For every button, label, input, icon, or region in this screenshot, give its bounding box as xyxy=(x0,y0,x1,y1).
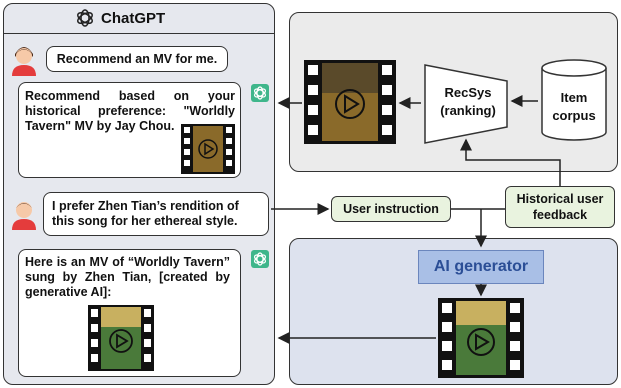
chatgpt-badge-icon xyxy=(251,250,269,268)
item-corpus-line1: Item xyxy=(560,90,588,105)
database-cylinder-icon xyxy=(541,59,607,141)
chat-message-3-text: I prefer Zhen Tian’s rendition of this s… xyxy=(52,199,239,228)
historical-feedback-line2: feedback xyxy=(532,208,588,222)
video-film-icon xyxy=(304,60,396,144)
historical-feedback-node: Historical user feedback xyxy=(505,186,615,228)
chat-message-2: Recommend based on your historical prefe… xyxy=(18,82,241,178)
user-instruction-node: User instruction xyxy=(331,196,451,222)
historical-feedback-line1: Historical user xyxy=(516,192,604,206)
video-film-icon xyxy=(438,298,524,378)
chat-message-2-text: Recommend based on your historical prefe… xyxy=(25,89,235,133)
recsys-funnel-shape xyxy=(424,64,508,144)
recsys-label: RecSys (ranking) xyxy=(430,84,506,124)
item-corpus-line2: corpus xyxy=(552,108,596,123)
chat-title: ChatGPT xyxy=(101,9,166,27)
video-film-icon xyxy=(181,124,235,174)
chatgpt-badge-icon xyxy=(251,84,269,102)
chat-header-divider xyxy=(3,33,275,34)
recsys-label-line2: (ranking) xyxy=(440,103,496,118)
openai-logo-icon xyxy=(77,9,93,27)
chat-message-4-text: Here is an MV of “Worldly Tavern” sung b… xyxy=(25,255,230,299)
chat-message-1: Recommend an MV for me. xyxy=(46,46,228,72)
ai-generator-box: AI generator xyxy=(418,250,544,284)
user-avatar-icon xyxy=(12,47,36,76)
recsys-label-line1: RecSys xyxy=(444,85,492,100)
item-corpus-label: Item corpus xyxy=(542,89,606,129)
user-avatar-icon xyxy=(12,202,36,230)
chat-message-3: I prefer Zhen Tian’s rendition of this s… xyxy=(43,192,269,236)
video-film-icon xyxy=(88,305,154,371)
chat-header: ChatGPT xyxy=(75,6,205,30)
